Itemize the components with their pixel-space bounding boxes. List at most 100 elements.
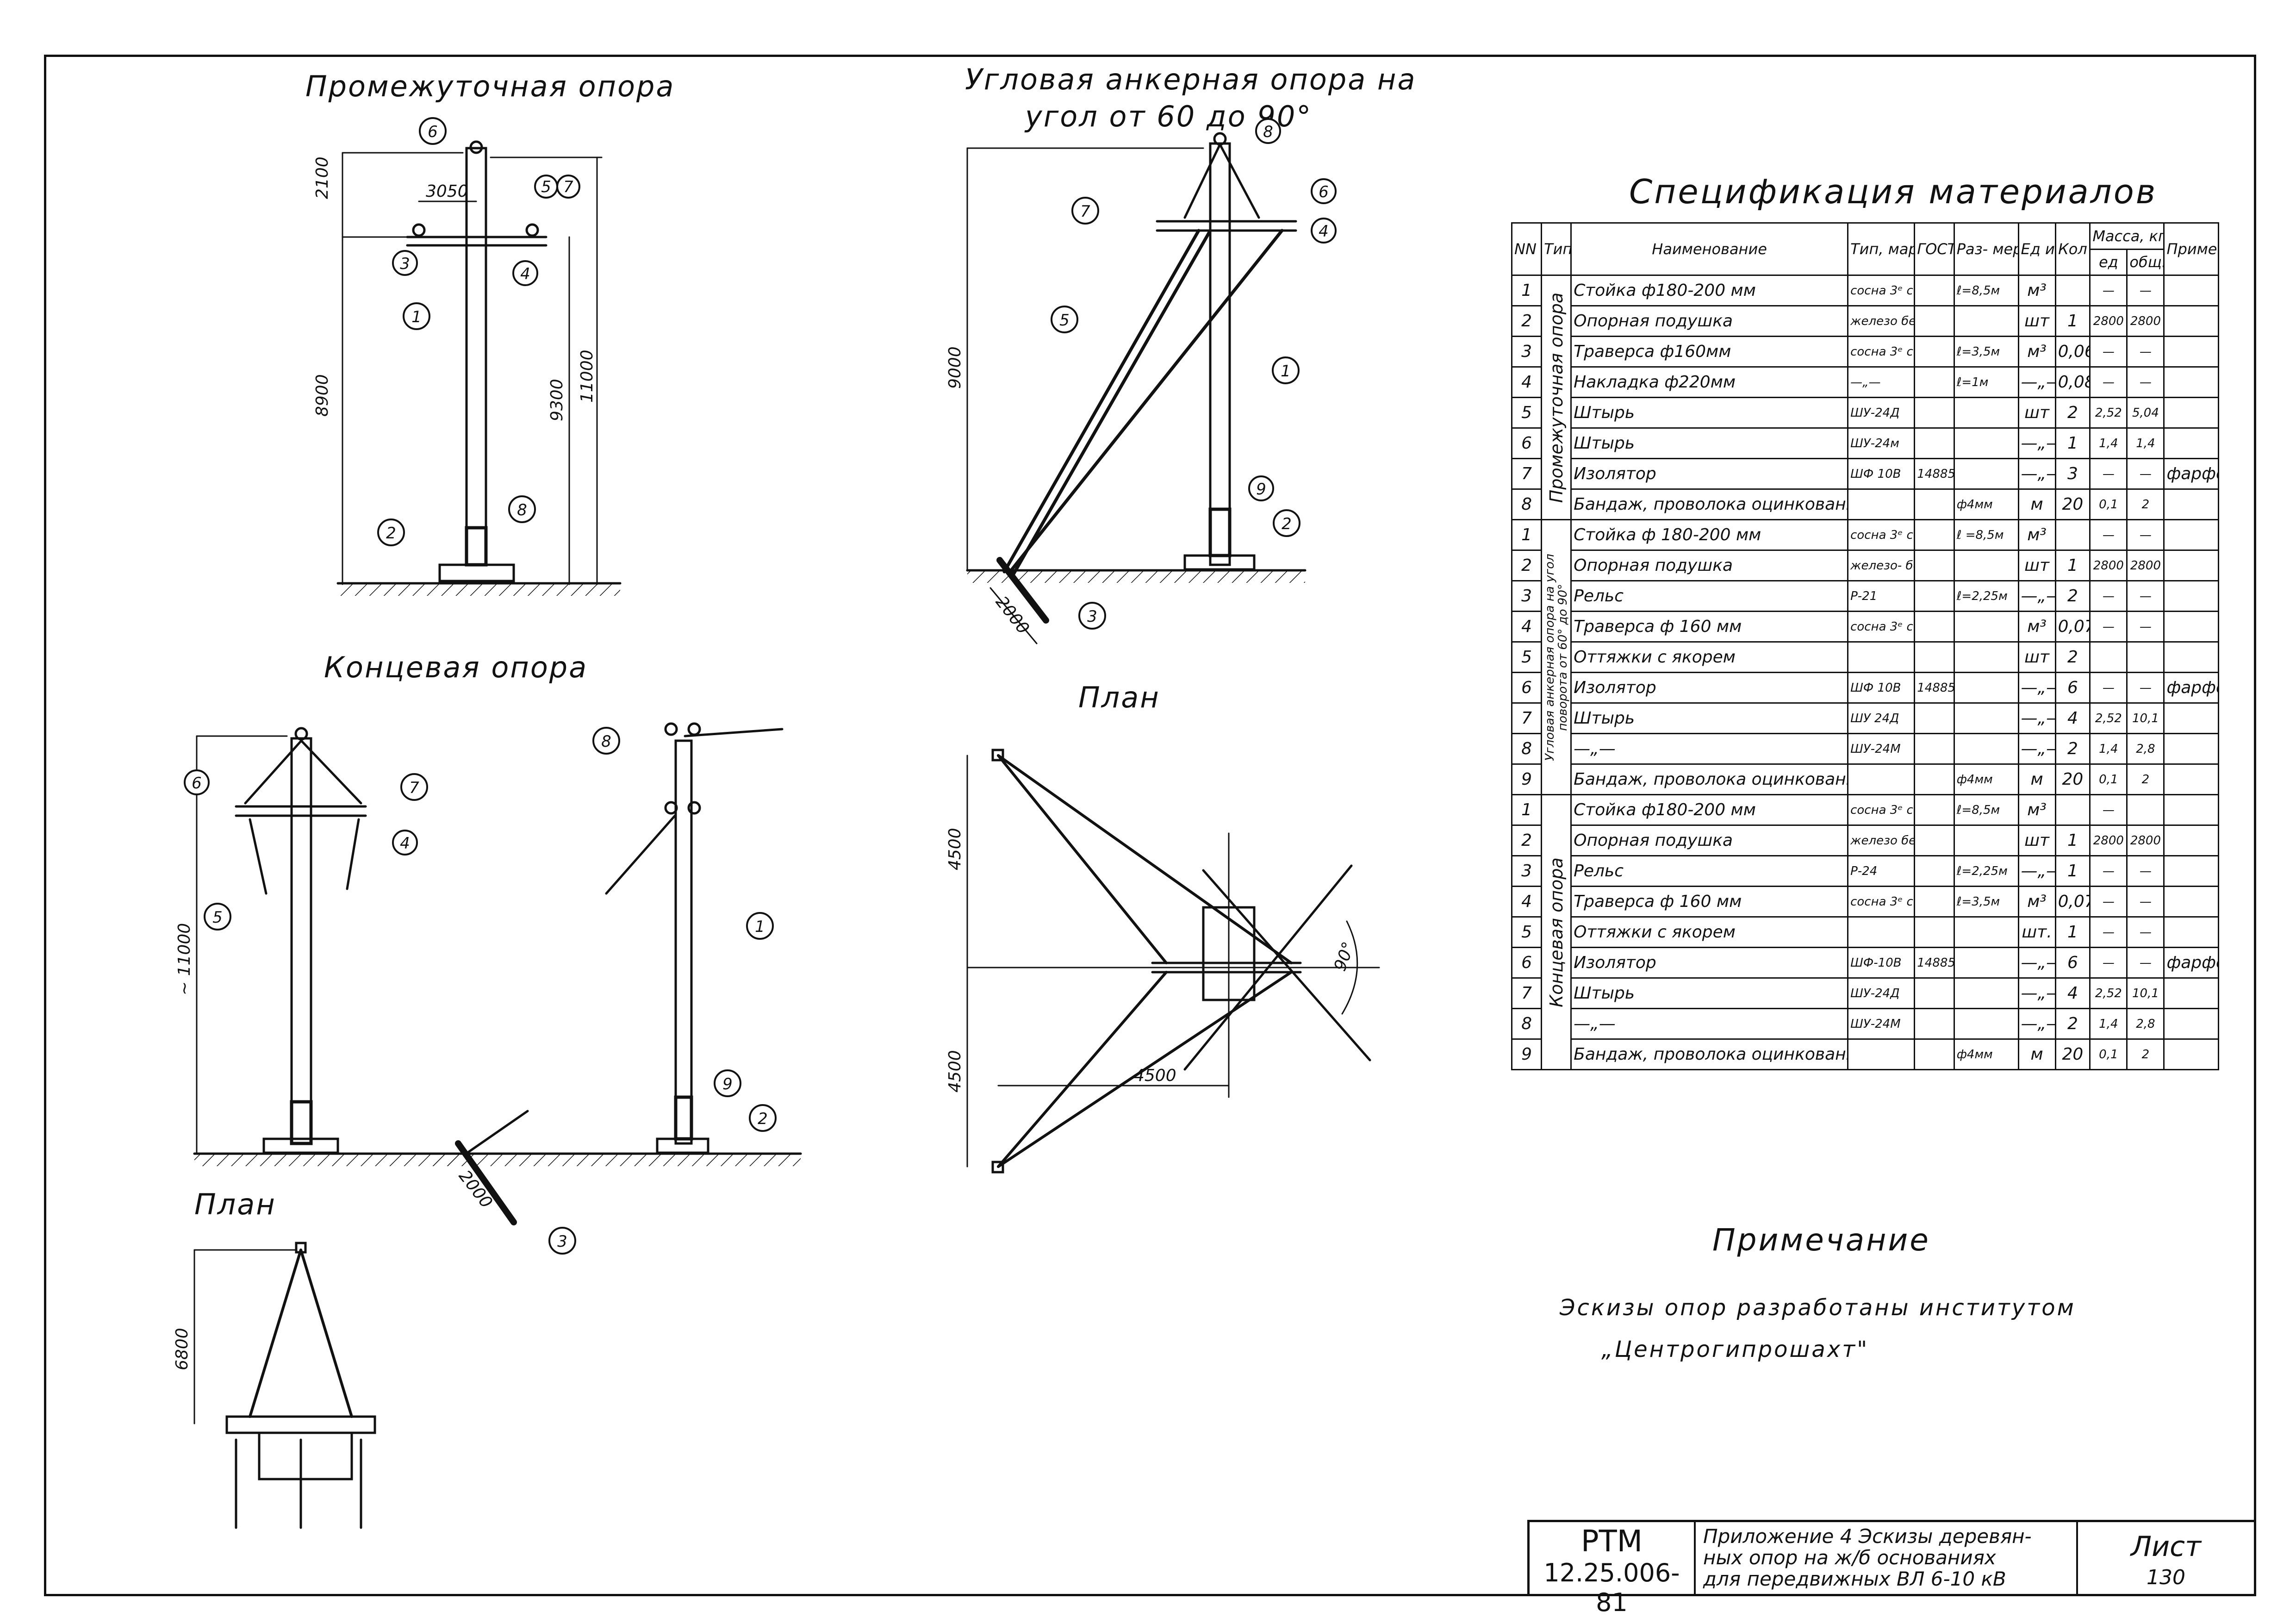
spec-cell-n: 4 [1511, 886, 1543, 918]
spec-cell-qty: 0,062 [2054, 336, 2091, 368]
spec-cell-n: 7 [1511, 702, 1543, 734]
spec-cell-name: Штырь [1570, 397, 1849, 429]
spec-cell-n: 2 [1511, 550, 1543, 581]
spec-cell-unit: —„— [2017, 366, 2056, 398]
spec-cell-n: 3 [1511, 336, 1543, 368]
spec-cell-tot: — [2126, 519, 2165, 551]
spec-cell-n: 1 [1511, 519, 1543, 551]
spec-cell-tot: — [2126, 672, 2165, 704]
spec-cell-name: Изолятор [1570, 947, 1849, 979]
spec-cell-note [2163, 641, 2219, 673]
spec-cell-note [2163, 336, 2219, 368]
th-mass-total: общ. [2126, 248, 2165, 276]
spec-cell-gost [1914, 611, 1955, 643]
spec-cell-size [1953, 397, 2019, 429]
svg-text:3: 3 [400, 255, 410, 273]
spec-cell-qty: 4 [2054, 977, 2091, 1009]
spec-group-label: Концевая опора [1541, 794, 1572, 1070]
spec-cell-name: Штырь [1570, 977, 1849, 1009]
spec-cell-name: Рельс [1570, 855, 1849, 887]
th-gost: ГОСТ [1914, 222, 1955, 276]
spec-cell-size: ℓ=3,5м [1953, 336, 2019, 368]
spec-cell-note [2163, 305, 2219, 337]
title-plan-left: План [194, 1187, 276, 1221]
spec-cell-n: 1 [1511, 794, 1543, 826]
spec-cell-qty [2054, 794, 2091, 826]
spec-cell-tot: — [2126, 886, 2165, 918]
spec-cell-ed: — [2089, 519, 2128, 551]
spec-cell-size: ℓ=8,5м [1953, 275, 2019, 306]
spec-cell-size [1953, 947, 2019, 979]
spec-cell-unit: м [2017, 488, 2056, 520]
th-mass: Масса, кг [2089, 222, 2165, 250]
spec-cell-name: Опорная подушка [1570, 550, 1849, 581]
spec-cell-n: 8 [1511, 1008, 1543, 1040]
spec-cell-name: —„— [1570, 1008, 1849, 1040]
angle-anchor-pole-drawing [966, 132, 1307, 644]
spec-cell-size: ф4мм [1953, 763, 2019, 795]
dim-8900: 8900 [313, 374, 332, 417]
spec-cell-tot: — [2126, 916, 2165, 948]
spec-cell-unit: м³ [2017, 519, 2056, 551]
svg-text:1: 1 [755, 918, 765, 936]
spec-cell-tot: — [2126, 611, 2165, 643]
spec-cell-tot: 2 [2126, 488, 2165, 520]
spec-cell-n: 1 [1511, 275, 1543, 306]
drawing-frame [44, 55, 2256, 1596]
spec-cell-mark: железо- бетон [1847, 550, 1916, 581]
spec-cell-qty: 2 [2054, 641, 2091, 673]
spec-cell-ed: 0,1 [2089, 488, 2128, 520]
spec-cell-tot: 2 [2126, 763, 2165, 795]
spec-cell-n: 5 [1511, 641, 1543, 673]
spec-table-wrap: NN п/п (поз) Тип опор Наименование Тип, … [1511, 222, 2219, 1070]
spec-cell-size: ℓ =8,5м [1953, 519, 2019, 551]
spec-cell-note: фарфор [2163, 947, 2219, 979]
spec-cell-mark: сосна 3ᵉ сорта [1847, 519, 1916, 551]
spec-cell-note [2163, 763, 2219, 795]
spec-cell-unit: шт [2017, 550, 2056, 581]
spec-cell-ed: — [2089, 275, 2128, 306]
spec-cell-mark: Р-24 [1847, 855, 1916, 887]
spec-cell-tot: — [2126, 458, 2165, 490]
spec-cell-unit: шт [2017, 305, 2056, 337]
spec-cell-unit: —„— [2017, 672, 2056, 704]
spec-cell-mark: ШФ-10В [1847, 947, 1916, 979]
svg-text:2: 2 [1282, 515, 1292, 533]
dim-90: 90° [1331, 939, 1358, 974]
spec-cell-ed: 2800 [2089, 550, 2128, 581]
spec-cell-qty: 1 [2054, 916, 2091, 948]
spec-cell-unit: м³ [2017, 336, 2056, 368]
spec-group-label-text: Концевая опора [1546, 857, 1567, 1007]
th-nn: NN п/п (поз) [1511, 222, 1543, 276]
spec-cell-ed: — [2089, 947, 2128, 979]
title-block-code: РТМ 12.25.006-81 [1530, 1522, 1696, 1617]
spec-cell-size [1953, 824, 2019, 856]
dim-6800: 6800 [173, 1328, 192, 1370]
spec-cell-size [1953, 641, 2019, 673]
spec-cell-qty: 2 [2054, 397, 2091, 429]
spec-cell-name: Оттяжки с якорем [1570, 641, 1849, 673]
spec-cell-unit: шт [2017, 397, 2056, 429]
spec-cell-note [2163, 916, 2219, 948]
spec-cell-unit: —„— [2017, 702, 2056, 734]
spec-cell-mark [1847, 1038, 1916, 1070]
spec-cell-unit: —„— [2017, 458, 2056, 490]
spec-cell-tot: 5,04 [2126, 397, 2165, 429]
spec-cell-gost [1914, 763, 1955, 795]
spec-cell-ed: 2,52 [2089, 702, 2128, 734]
spec-cell-size: ф4мм [1953, 1038, 2019, 1070]
dim-4500c: 4500 [1134, 1066, 1176, 1085]
spec-cell-name: Опорная подушка [1570, 305, 1849, 337]
spec-cell-note: фарфор [2163, 458, 2219, 490]
rtm-number: 12.25.006-81 [1543, 1558, 1680, 1617]
spec-cell-n: 5 [1511, 916, 1543, 948]
spec-cell-unit: м [2017, 763, 2056, 795]
